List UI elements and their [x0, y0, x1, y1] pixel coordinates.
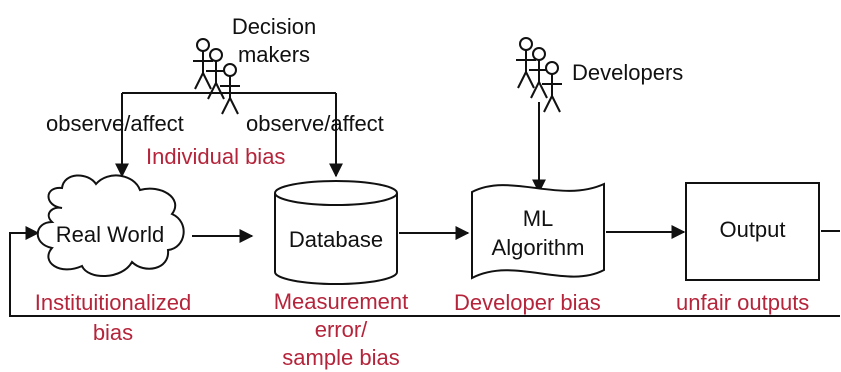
flow-arrows	[192, 225, 686, 243]
developers-icon	[516, 37, 562, 113]
decision-makers-label: Decision makers	[231, 14, 317, 67]
decision-makers-icon	[193, 38, 240, 115]
observe-affect-right-label: observe/affect	[246, 111, 384, 136]
measurement-bias-label: Measurement error/ sample bias	[273, 289, 409, 370]
database-label: Database	[288, 227, 384, 252]
developers-label: Developers	[572, 60, 684, 85]
ml-algorithm-label: ML Algorithm	[491, 206, 585, 260]
feedback-loop	[9, 231, 840, 317]
individual-bias-label: Individual bias	[146, 144, 286, 169]
ml-algorithm-shape	[471, 182, 605, 280]
observe-affect-left-label: observe/affect	[46, 111, 184, 136]
output-box	[685, 182, 820, 281]
developer-bias-label: Developer bias	[454, 290, 601, 315]
observe-affect-connectors	[115, 92, 343, 178]
institutionalized-bias-label: Instituitionalized bias	[34, 290, 192, 345]
unfair-outputs-label: unfair outputs	[676, 290, 810, 315]
real-world-label: Real World	[55, 222, 165, 247]
output-label: Output	[719, 217, 786, 242]
database-cylinder	[274, 180, 398, 285]
